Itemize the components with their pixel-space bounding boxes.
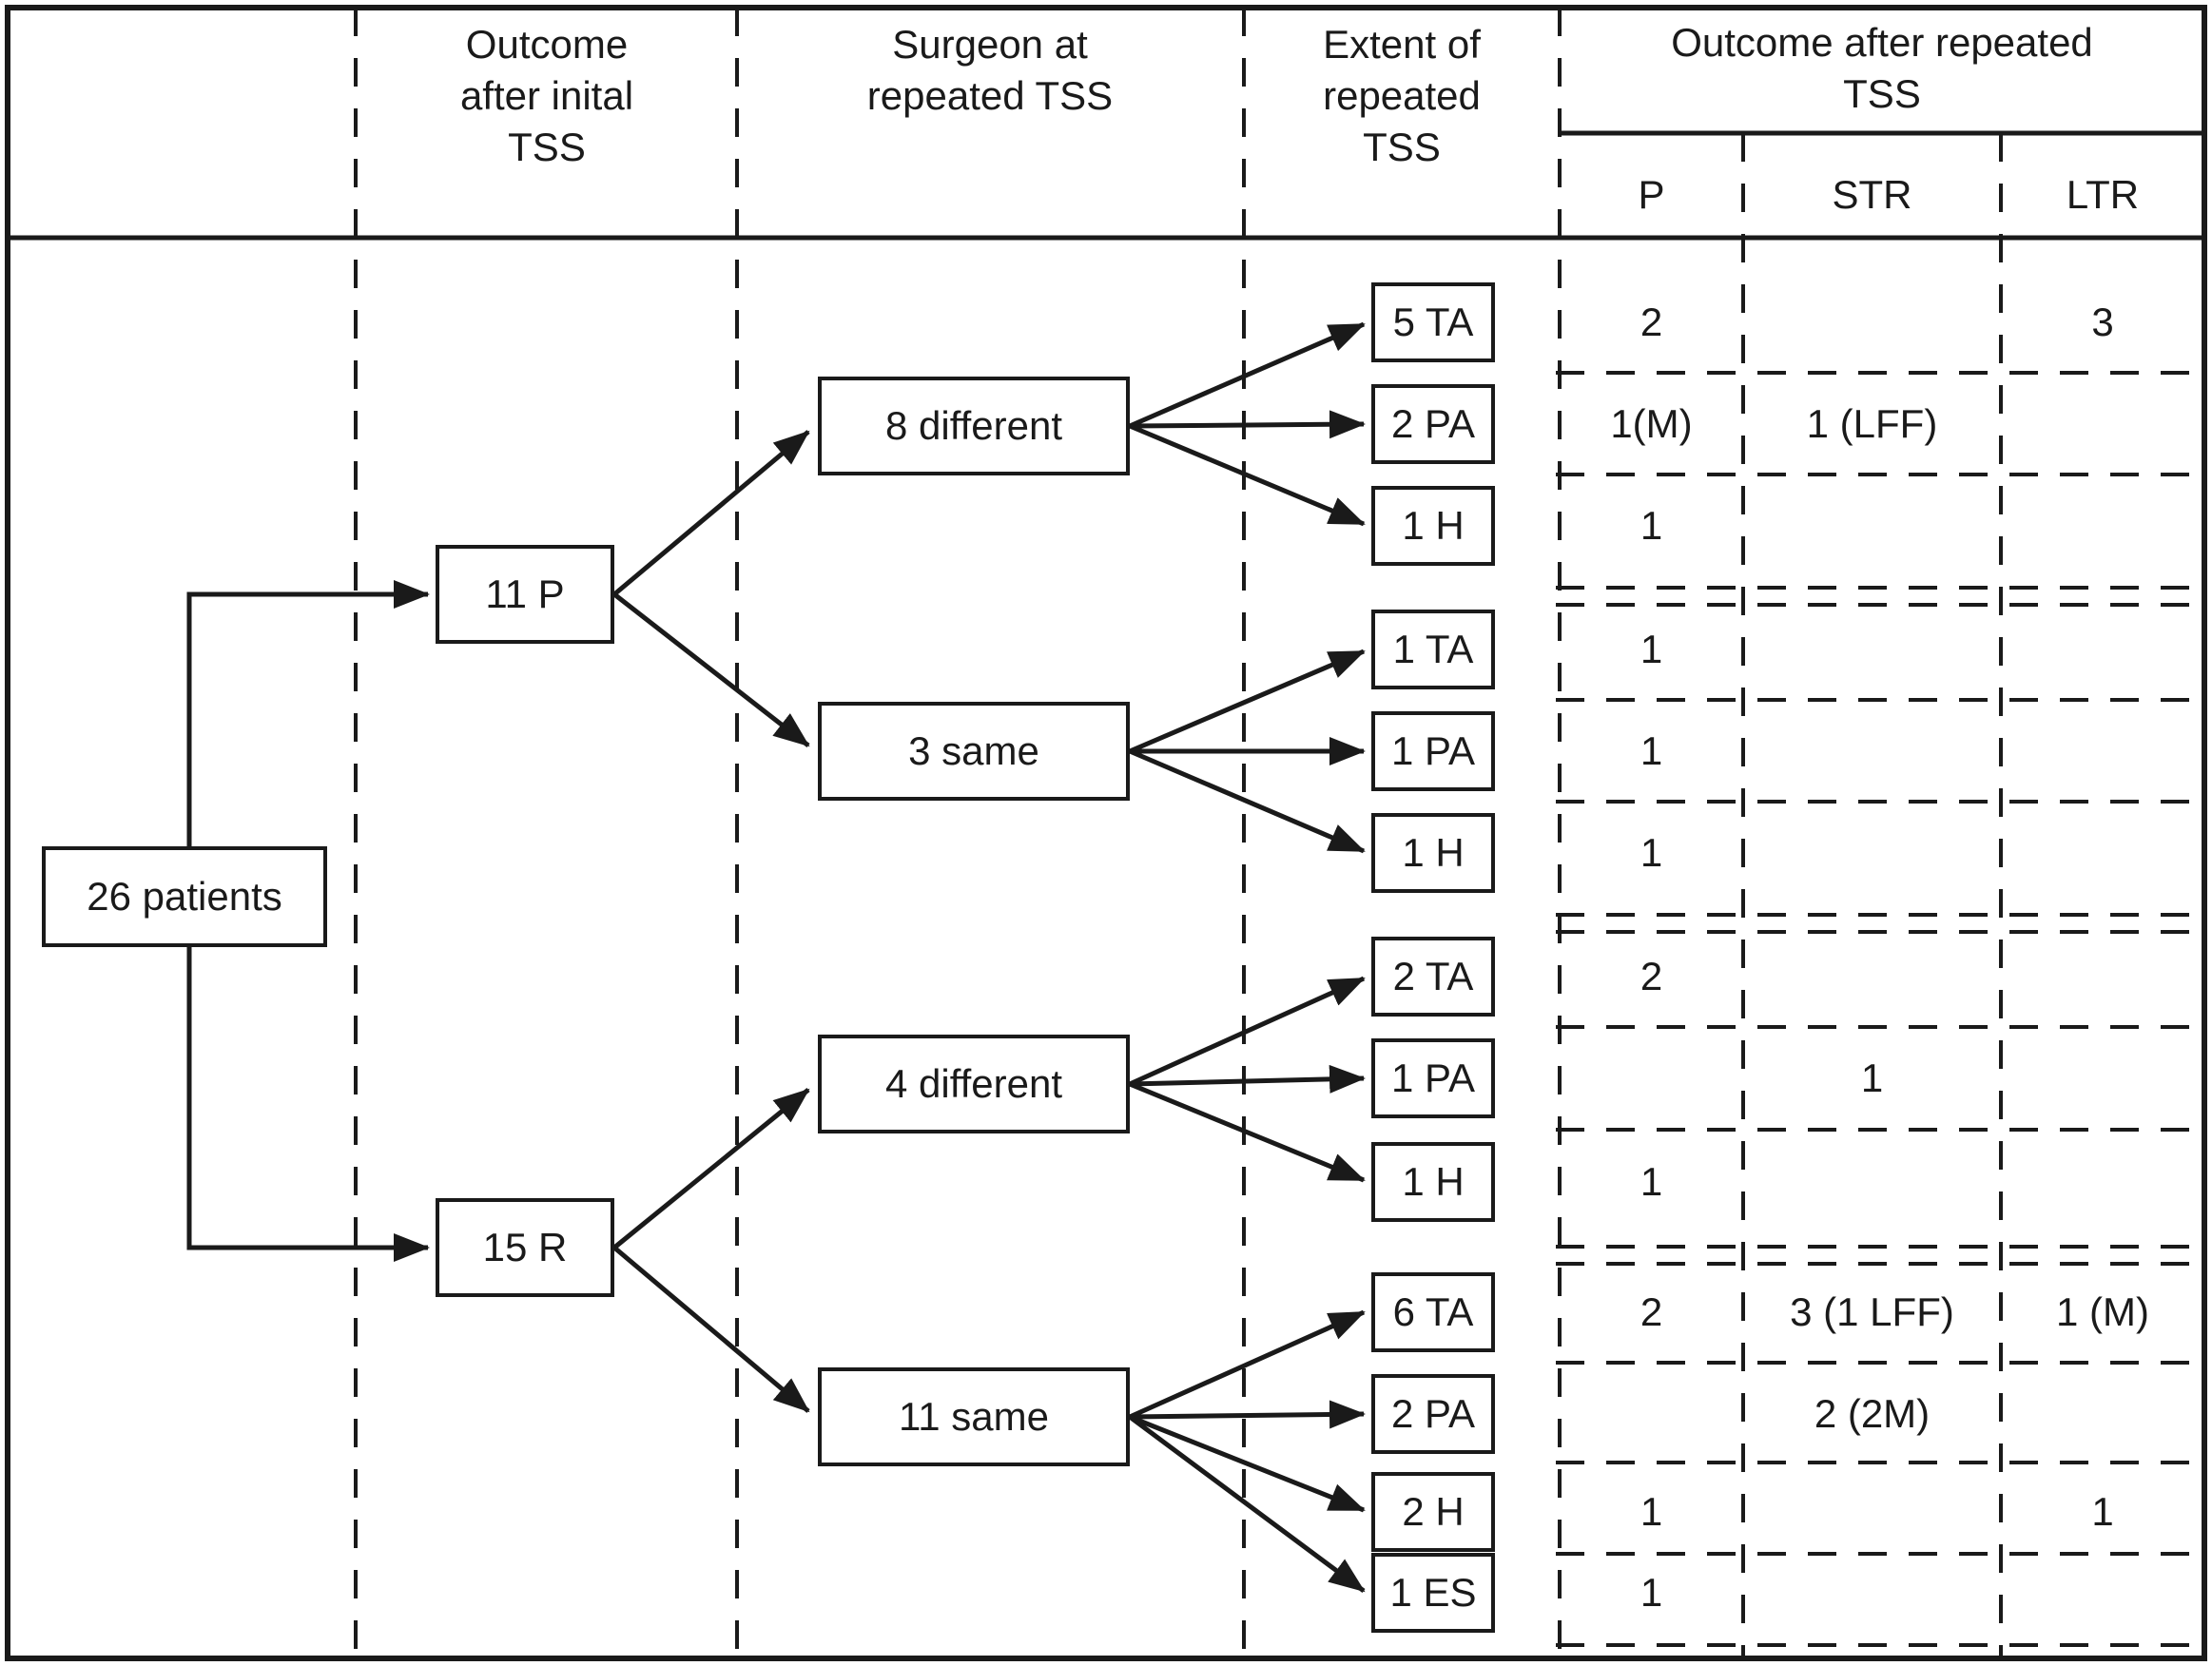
extent-box: 5 TA [1371,282,1495,362]
extent-box: 1 H [1371,1142,1495,1222]
header-outcome-after-initial-tss: Outcome after inital TSS [459,22,634,169]
extent-box: 1 PA [1371,711,1495,791]
extent-box: 1 H [1371,486,1495,566]
subheader-p: P [1638,172,1665,217]
column-dividers [354,8,2003,1658]
outcome-cell-p: 2 [1640,954,1663,998]
extent-box: 1 ES [1371,1553,1495,1633]
header-extent-of-repeated-tss: Extent of repeated TSS [1323,22,1481,169]
outcome-cell-p: 2 [1640,1289,1663,1334]
flow-box-26-patients: 26 patients [42,846,327,947]
header-surgeon-at-repeated-tss: Surgeon at repeated TSS [866,22,1114,118]
flow-box-8-different: 8 different [818,377,1130,475]
flow-box-15-r: 15 R [436,1198,614,1297]
extent-box: 6 TA [1371,1272,1495,1352]
outcome-cell-p: 1 [1640,1489,1663,1534]
figure-border [5,5,2207,1661]
flow-arrows [186,321,1366,1594]
outcome-cell-ltr: 3 [2091,300,2114,344]
header-outcome-after-repeated-tss: Outcome after repeated TSS [1671,20,2093,116]
group-separators [1556,586,2204,1266]
extent-box: 1 TA [1371,610,1495,689]
extent-box: 2 PA [1371,384,1495,464]
flow-box-11-p: 11 P [436,545,614,644]
extent-box: 2 PA [1371,1374,1495,1454]
flow-box-3-same: 3 same [818,702,1130,801]
outcome-cell-p: 2 [1640,300,1663,344]
flow-box-4-different: 4 different [818,1035,1130,1133]
outcome-cell-p: 1 [1640,830,1663,875]
outcome-cell-p: 1 [1640,1159,1663,1204]
outcome-cell-str: 3 (1 LFF) [1790,1289,1954,1334]
outcome-cell-str: 2 (2M) [1814,1391,1931,1436]
outcome-cell-ltr: 1 [2091,1489,2114,1534]
outcome-cell-ltr: 1 (M) [2056,1289,2149,1334]
outcome-cell-p: 1 [1640,627,1663,671]
outcome-cell-p: 1 [1640,1570,1663,1615]
row-separators [1556,371,2204,1647]
outcome-cell-p: 1 [1640,728,1663,773]
subheader-str: STR [1832,172,1912,217]
outcome-cell-p: 1(M) [1610,401,1693,446]
subheader-ltr: LTR [2066,172,2140,217]
flow-box-11-same: 11 same [818,1367,1130,1466]
outcome-cell-p: 1 [1640,503,1663,548]
extent-box: 2 TA [1371,937,1495,1017]
extent-box: 1 PA [1371,1038,1495,1118]
outcome-cell-str: 1 (LFF) [1806,401,1938,446]
outcome-cell-str: 1 [1860,1056,1884,1100]
extent-box: 1 H [1371,813,1495,893]
extent-box: 2 H [1371,1472,1495,1552]
